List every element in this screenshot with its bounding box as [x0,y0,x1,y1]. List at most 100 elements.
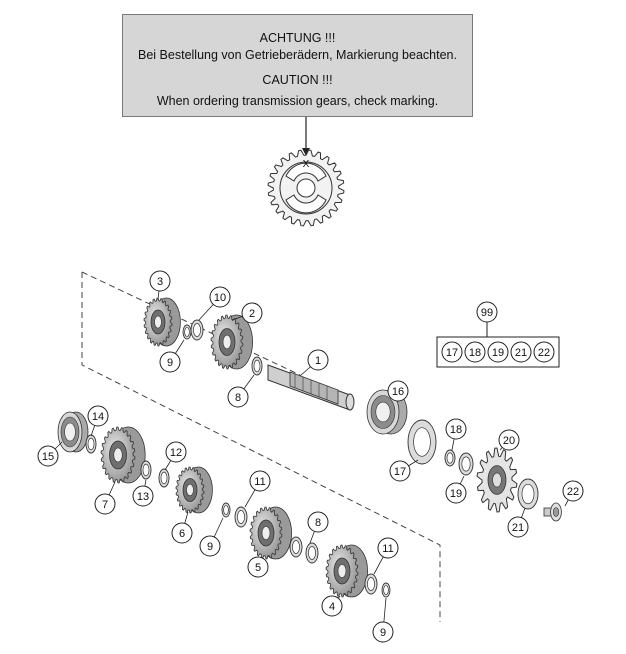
callout-circle [377,537,399,559]
callout: 2 [241,302,263,324]
circlip-9-mid [221,502,231,518]
callout-number: 10 [214,292,226,304]
assembly-outline [81,272,441,622]
kit-item-circle [441,341,463,363]
callout: 7 [94,493,116,515]
callout: 19 [445,482,467,504]
callout-circle [562,480,584,502]
callout: 3 [149,270,171,292]
kit-item-circle [533,341,555,363]
washer-11-low [364,573,378,595]
callout: 20 [498,429,520,451]
callout-number: 15 [42,451,54,463]
callout-circle [165,441,187,463]
callout-circle [94,493,116,515]
callout-number: 11 [254,476,265,488]
callout-number: 4 [329,601,335,613]
kit-item-circle [464,341,486,363]
callout-circle [247,556,269,578]
callout-number: 13 [137,491,149,503]
circlip-9-top [182,324,192,340]
callout-circle [498,429,520,451]
callout-number: 8 [315,517,321,529]
callout-number: 20 [503,435,515,447]
callout-number: 5 [255,562,261,574]
callout-circle [159,351,181,373]
gear-6 [175,466,213,514]
notice-text-en: When ordering transmission gears, check … [156,94,439,108]
kit-item: 21 [510,341,532,363]
gear-5 [249,506,293,560]
parts-layer [57,297,562,598]
marking-letter: X [303,159,310,170]
spacer-19 [458,452,474,476]
kit-item: 17 [441,341,463,363]
callout: 5 [247,556,269,578]
seal-17 [407,419,437,465]
washer-10 [190,319,204,341]
washer-18 [444,449,456,467]
callout: 9 [372,621,394,643]
callout: 17 [389,460,411,482]
washer-11-mid [234,506,248,528]
callout: 10 [209,286,231,308]
bolt-22 [543,502,562,522]
callout: 9 [199,535,221,557]
bushing-13 [140,460,152,480]
callout: 21 [507,516,529,538]
callout-circle [389,460,411,482]
callout: 16 [387,380,409,402]
callout-number: 11 [382,543,393,555]
callout-circle [249,470,271,492]
callout-circle [37,445,59,467]
callout-number: 8 [235,392,241,404]
washer-14 [85,434,97,454]
callout-number: 2 [249,308,255,320]
callout-number: 21 [512,522,524,534]
gear-7 [100,426,146,484]
callout-circle [241,302,263,324]
gear-3 [143,297,181,347]
callout: 12 [165,441,187,463]
callout-circle [445,482,467,504]
callout: 13 [132,485,154,507]
callout: 14 [87,405,109,427]
callout-circle [507,516,529,538]
kit-item-circle [487,341,509,363]
notice-title-en: CAUTION !!! [262,73,333,87]
callout: 18 [445,418,467,440]
callout: 8 [307,511,329,533]
callout: 15 [37,445,59,467]
gear-2 [210,314,254,370]
callout-number: 1 [315,355,321,367]
callout-number: 19 [450,488,462,500]
callout-circle [132,485,154,507]
callout-number: 6 [179,528,185,540]
callout: 6 [171,522,193,544]
callout-circle [87,405,109,427]
callout: 22 [562,480,584,502]
bushing-8-top [251,356,263,376]
kit-item: 22 [533,341,555,363]
kit-item-number: 19 [492,347,504,359]
circlip-9-low [381,582,391,598]
callout-circle [149,270,171,292]
washer-21 [517,478,539,510]
callout-number: 16 [392,386,404,398]
callout-number: 17 [394,466,406,478]
kit-item: 19 [487,341,509,363]
callout-number: 14 [92,411,104,423]
notice-title-de: ACHTUNG !!! [259,31,336,45]
kit-item-number: 21 [515,347,527,359]
kit-label-circle [476,301,498,323]
washer-12 [158,468,170,488]
callout-circle [321,595,343,617]
callout-circle [199,535,221,557]
notice-text-de: Bei Bestellung von Getrieberädern, Marki… [138,48,457,62]
callout-number: 7 [102,499,108,511]
callout-circle [307,511,329,533]
